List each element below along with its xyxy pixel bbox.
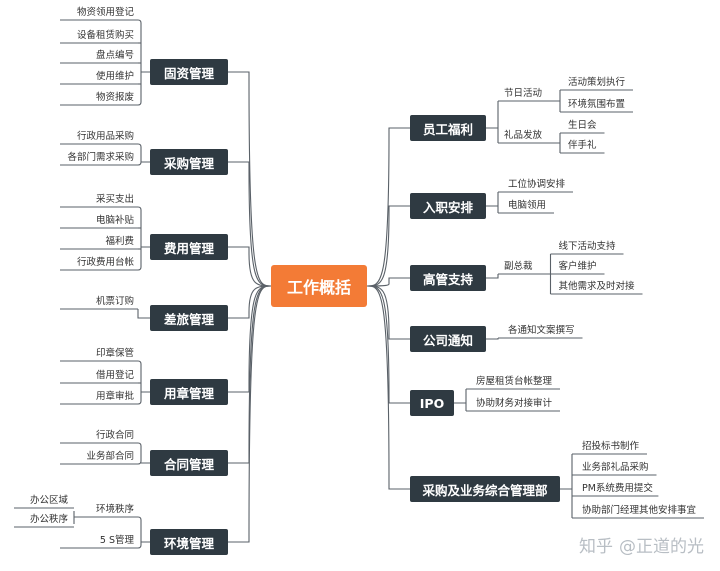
center-topic: 工作概括 (271, 265, 367, 307)
leaf-gaoguan-0-1: 客户维护 (558, 261, 597, 272)
group-ruzhi: 入职安排 (410, 193, 486, 219)
connector-feiyong (228, 246, 272, 287)
connector-chailv (228, 285, 272, 319)
leaf-gaoguan-0-0: 线下活动支持 (558, 241, 616, 252)
leaf-feiyong-3: 行政费用台帐 (77, 257, 135, 268)
bracket-tip-yongzhang-0 (137, 360, 142, 365)
leaf-huanjing-1: 5 S管理 (99, 535, 134, 546)
group-chailv: 差旅管理 (150, 305, 228, 331)
bracket-caigou (140, 147, 150, 163)
watermark-brand: 知乎 (579, 537, 613, 557)
leaf-feiyong-2: 福利费 (105, 236, 135, 247)
connector-ruzhi (366, 205, 410, 287)
leaf-yongzhang-0: 印章保管 (96, 348, 135, 359)
bracket-sub-huanjing (73, 511, 76, 524)
group-guzi: 固资管理 (150, 59, 228, 85)
bracket-guzi (140, 23, 150, 102)
bracket-feiyong (140, 210, 150, 267)
group-yongzhang: 用章管理 (150, 379, 228, 405)
bracket-hetong (140, 446, 150, 464)
leaf-huanjing-sub-0: 办公区域 (30, 495, 69, 506)
leaf-hetong-1: 业务部合同 (86, 451, 135, 462)
bracket-branch-yuangong-1 (552, 133, 561, 153)
bracket-chailv (137, 309, 150, 319)
bracket-tip-caigou-1 (137, 161, 142, 166)
bracket-tip-caigou-0 (137, 143, 142, 148)
leaf-yuangong-0-1: 环境氛围布置 (568, 99, 626, 110)
bracket-yongzhang (140, 364, 150, 401)
leaf-zonghe-1: 业务部礼品采购 (582, 462, 649, 473)
leaf-feiyong-1: 电脑补贴 (96, 215, 135, 226)
leaf-ipo-1: 协助财务对接审计 (476, 398, 553, 409)
watermark-handle: @正道的光 (619, 537, 704, 557)
group-zonghe: 采购及业务综合管理部 (410, 476, 560, 502)
leaf-guzi-0: 物资领用登记 (77, 7, 135, 18)
connector-huanjing (228, 285, 272, 543)
leaf-huanjing-0: 环境秩序 (96, 504, 135, 515)
leaf-huanjing-sub-1: 办公秩序 (30, 514, 69, 525)
group-huanjing: 环境管理 (150, 529, 228, 555)
bracket-tip-hetong-1 (137, 460, 142, 465)
leaf-yuangong-0-0: 活动策划执行 (568, 77, 626, 88)
leaf-zonghe-2: PM系统费用提交 (582, 483, 653, 494)
group-gaoguan: 高管支持 (410, 265, 486, 291)
group-caigou: 采购管理 (150, 149, 228, 175)
leaf-ipo-0: 房屋租赁台帐整理 (476, 376, 553, 387)
leaf-guzi-3: 使用维护 (96, 71, 135, 82)
connector-zonghe (366, 285, 410, 490)
bracket-yuangong (486, 101, 499, 143)
bracket-huanjing (140, 520, 150, 545)
leaf-caigou-0: 行政用品采购 (77, 131, 135, 142)
bracket-ruzhi (486, 192, 499, 213)
leaf-ruzhi-0: 工位协调安排 (508, 179, 566, 190)
bracket-tip-hetong-0 (137, 442, 142, 447)
group-yuangong: 员工福利 (410, 115, 486, 141)
bracket-tip-huanjing-0 (137, 516, 142, 521)
leaf-guzi-1: 设备租赁购买 (77, 30, 135, 41)
watermark: 知乎 @正道的光 (579, 532, 704, 557)
bracket-tip-feiyong-0 (137, 206, 142, 211)
branch-yuangong-1: 礼品发放 (504, 130, 543, 141)
bracket-tip-huanjing-1 (137, 544, 142, 549)
leaf-guzi-2: 盘点编号 (96, 50, 135, 61)
leaf-zonghe-0: 招投标书制作 (582, 441, 640, 452)
group-tongzhi: 公司通知 (410, 326, 486, 352)
leaf-hetong-0: 行政合同 (96, 430, 135, 441)
group-ipo: IPO (410, 390, 454, 416)
connector-ipo (366, 285, 410, 404)
bracket-tongzhi (486, 338, 499, 340)
leaf-chailv-0: 机票订购 (96, 296, 135, 307)
leaf-yongzhang-1: 借用登记 (96, 370, 135, 381)
bracket-ipo (454, 389, 467, 411)
bracket-tip-feiyong-3 (137, 266, 142, 271)
bracket-tip-guzi-0 (137, 19, 142, 24)
leaf-guzi-4: 物资报废 (96, 92, 135, 103)
leaf-caigou-1: 各部门需求采购 (67, 152, 135, 163)
bracket-tip-yongzhang-2 (137, 400, 142, 405)
connector-tongzhi (366, 285, 410, 340)
leaf-tongzhi-0: 各通知文案撰写 (508, 325, 575, 336)
leaf-yuangong-1-1: 伴手礼 (568, 140, 597, 151)
branch-gaoguan-0: 副总裁 (504, 261, 533, 272)
bracket-gaoguan (486, 274, 499, 279)
bracket-branch-gaoguan-0 (542, 254, 552, 294)
leaf-zonghe-3: 协助部门经理其他安排事宜 (582, 505, 697, 516)
branch-yuangong-0: 节日活动 (504, 88, 543, 99)
group-hetong: 合同管理 (150, 450, 228, 476)
leaf-feiyong-0: 采买支出 (96, 194, 135, 205)
leaf-gaoguan-0-2: 其他需求及时对接 (558, 281, 635, 292)
bracket-zonghe (560, 454, 573, 518)
leaf-ruzhi-1: 电脑领用 (508, 200, 547, 211)
leaf-yuangong-1-0: 生日会 (568, 120, 597, 131)
bracket-tip-guzi-4 (137, 101, 142, 106)
bracket-branch-yuangong-0 (552, 90, 561, 112)
group-feiyong: 费用管理 (150, 234, 228, 260)
leaf-yongzhang-2: 用章审批 (96, 391, 135, 402)
